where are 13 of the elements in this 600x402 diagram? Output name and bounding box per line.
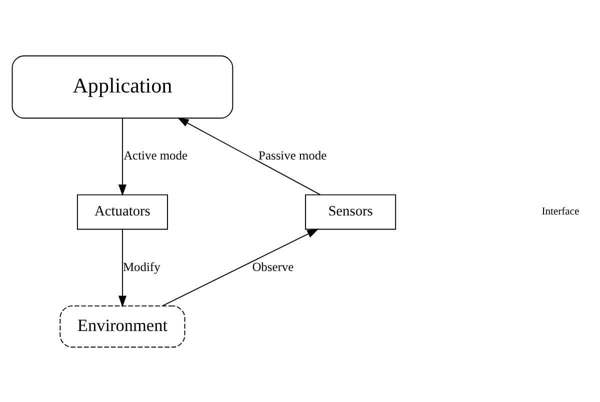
arrow	[118, 228, 126, 307]
label: Interface	[542, 206, 580, 218]
node-box: Actuators	[76, 194, 168, 230]
arrow	[162, 228, 319, 306]
node-box: Application	[12, 54, 234, 118]
node-box: Environment	[60, 304, 186, 348]
edge-label: Passive mode	[258, 148, 327, 162]
edge-label: Active mode	[124, 148, 188, 162]
arrow	[118, 117, 126, 196]
edge-label: Observe	[252, 259, 294, 274]
node-box: Sensors	[305, 194, 396, 230]
arrow	[177, 117, 321, 195]
edge-label: Modify	[122, 259, 160, 274]
